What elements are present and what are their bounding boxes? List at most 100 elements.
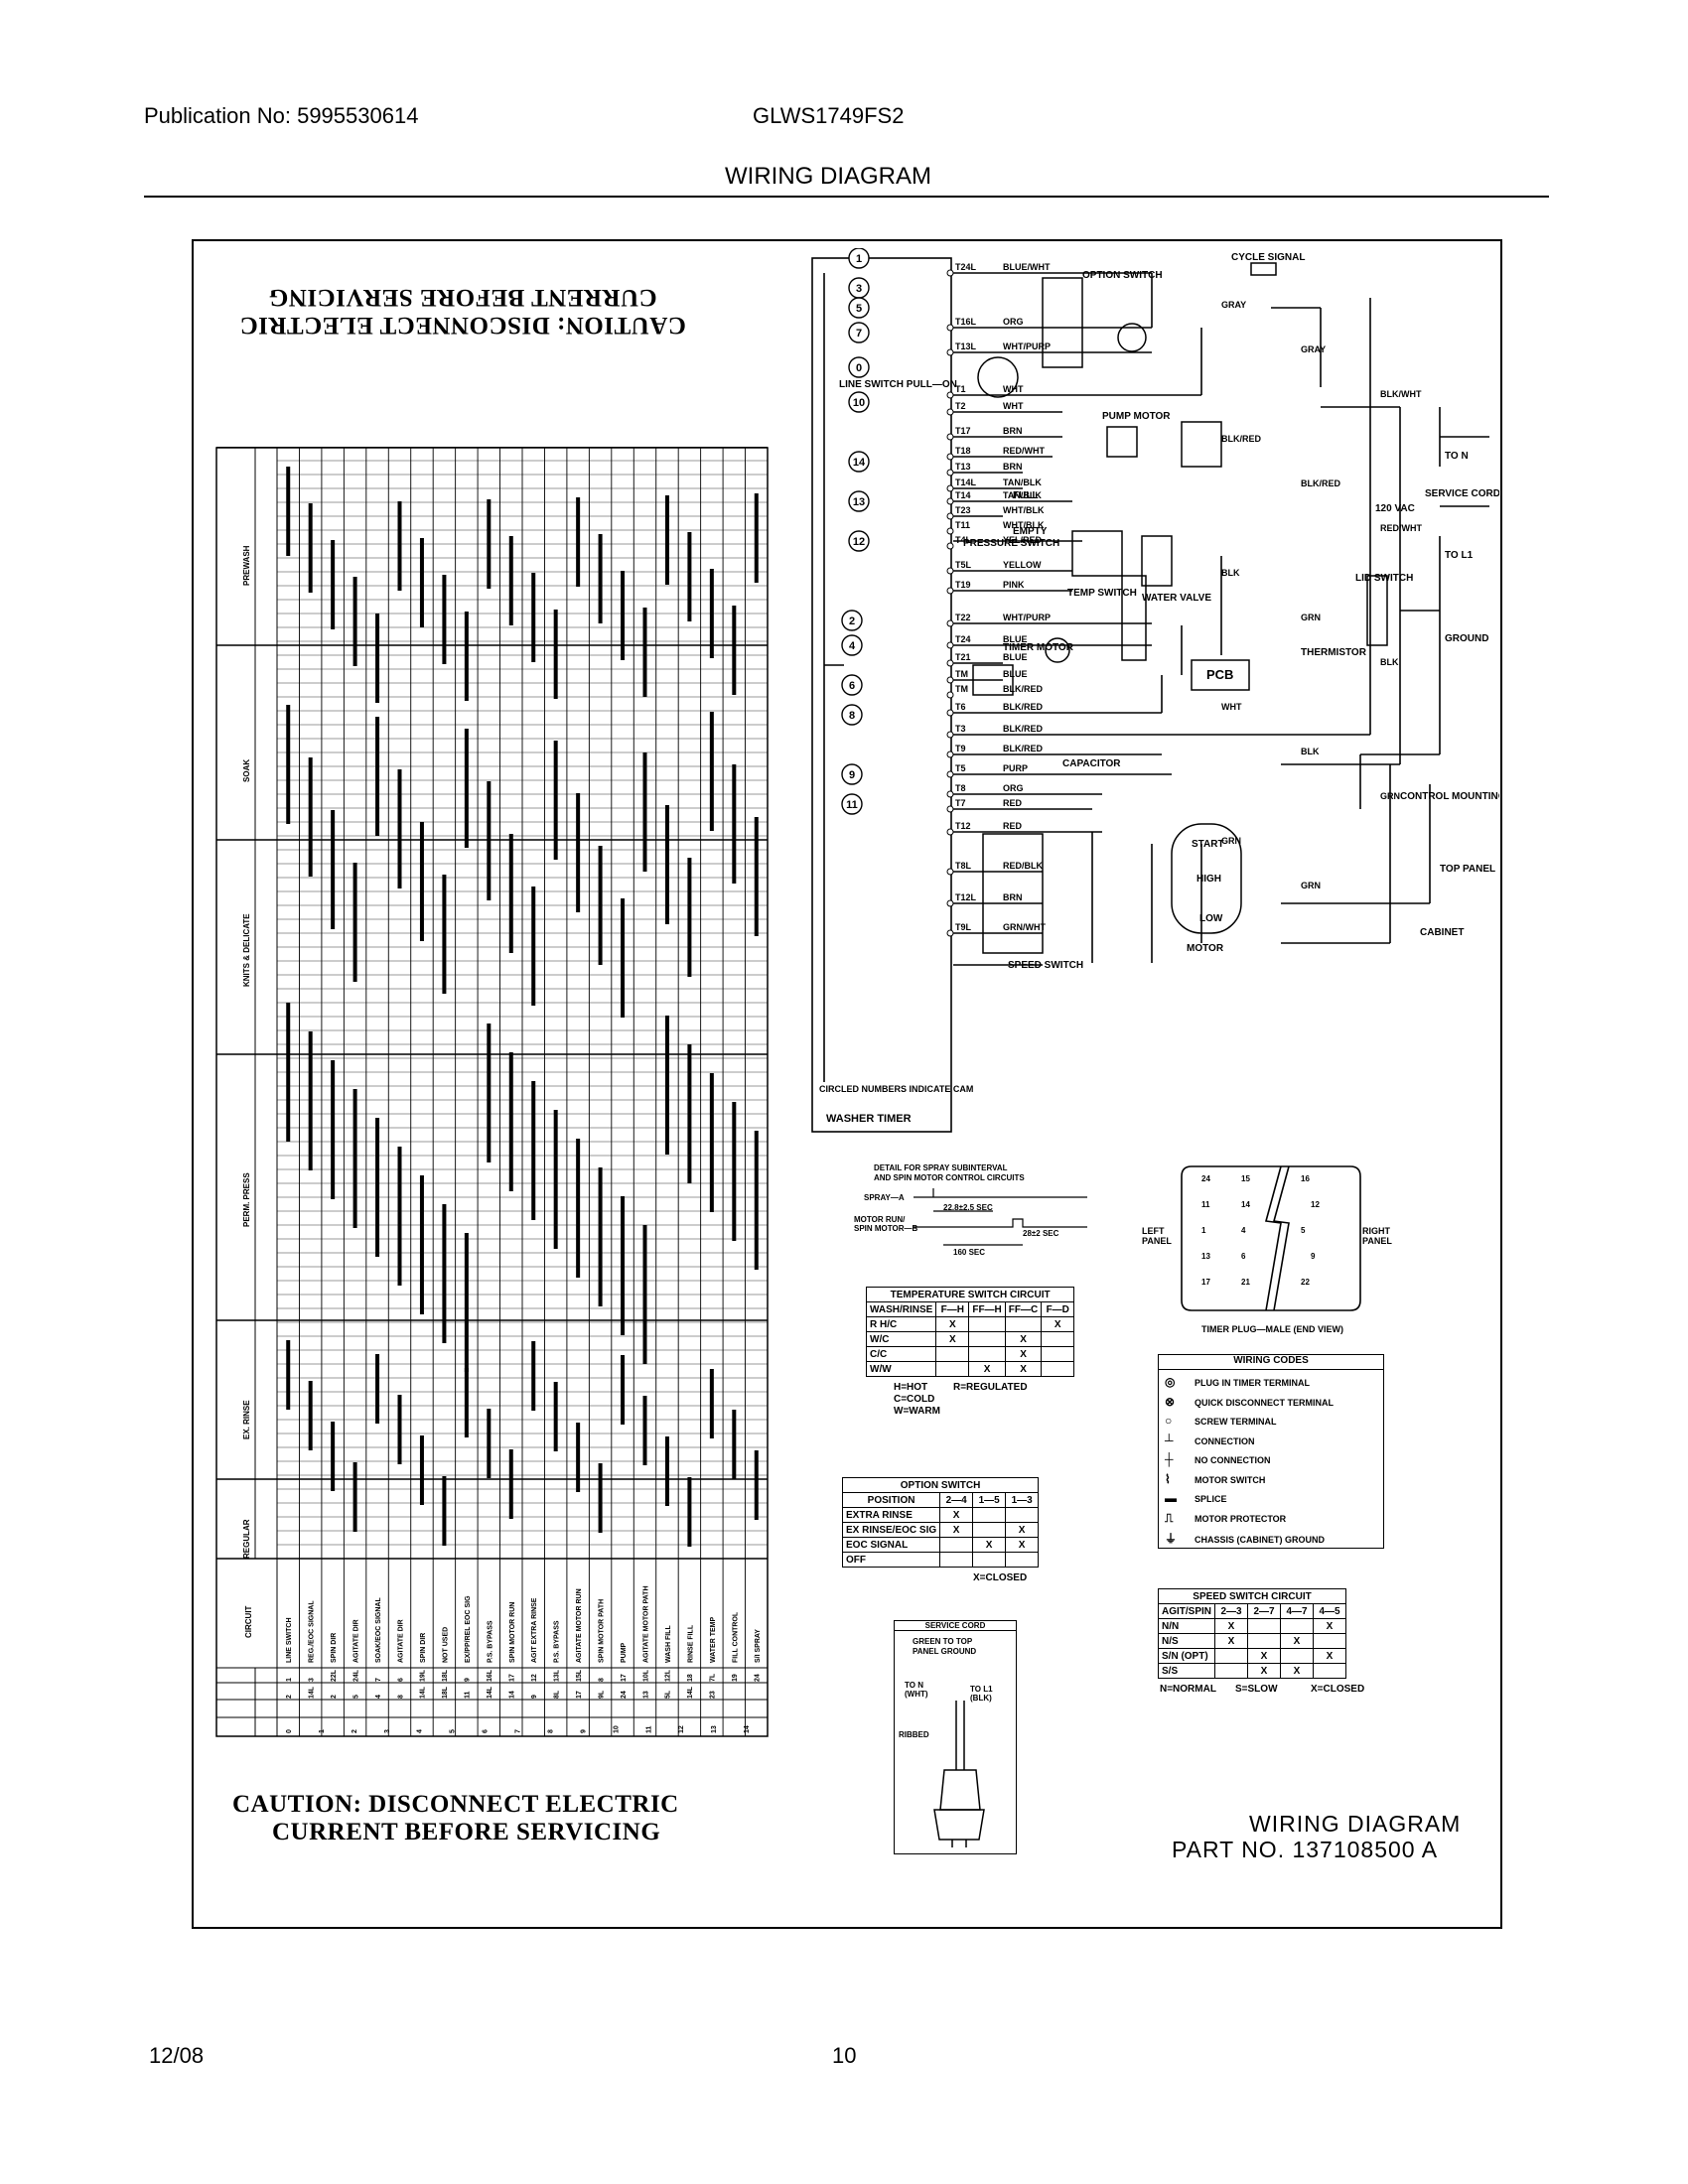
wire-label: BLUE bbox=[1003, 634, 1028, 644]
terminal-label: T24L bbox=[955, 262, 977, 272]
terminal-pin bbox=[946, 805, 954, 813]
timer-bar bbox=[553, 610, 558, 699]
circuit-label: S/I SPRAY bbox=[755, 1629, 762, 1663]
terminal-pin bbox=[946, 899, 954, 907]
caution-mirrored-line1: CAUTION: DISCONNECT ELECTRIC bbox=[239, 312, 686, 339]
timer-bar bbox=[598, 846, 603, 965]
wire-label: GRN/WHT bbox=[1003, 922, 1046, 932]
cam-index-label: 11 bbox=[645, 1725, 652, 1733]
timer-bar bbox=[553, 741, 558, 860]
terminal-label: T12L bbox=[955, 892, 977, 902]
speed-cell: X bbox=[1280, 1633, 1315, 1649]
timer-bar bbox=[375, 1118, 380, 1257]
motor-label-2: SPIN MOTOR—B bbox=[854, 1224, 918, 1233]
circuit-label: SPIN DIR bbox=[420, 1633, 427, 1663]
cam-number: 2 bbox=[849, 615, 855, 627]
terminal-label: T16L bbox=[955, 317, 977, 327]
terminal-label: T5 bbox=[955, 763, 966, 773]
temp-cell: X bbox=[1004, 1331, 1043, 1347]
terminal-pin bbox=[946, 770, 954, 778]
terminal-label: T13 bbox=[955, 462, 971, 472]
chart-section-label: SOAK bbox=[242, 759, 251, 782]
terminal-label: TM bbox=[955, 669, 968, 679]
option-cell: EX RINSE/EOC SIG bbox=[841, 1522, 941, 1538]
timer-bar bbox=[621, 1196, 626, 1335]
timer-bar bbox=[754, 817, 759, 936]
plug-pin-label: 12 bbox=[1311, 1200, 1320, 1209]
terminal-pin bbox=[946, 567, 954, 575]
timer-bar bbox=[664, 1436, 669, 1506]
circuit-label: P.S. BYPASS bbox=[487, 1620, 493, 1663]
cam-number: 14 bbox=[853, 457, 866, 469]
timer-bar bbox=[732, 606, 737, 695]
speed-head-cell: 4—5 bbox=[1313, 1603, 1347, 1619]
wire-label: YEL/RED bbox=[1003, 535, 1043, 545]
speed-cell bbox=[1280, 1648, 1315, 1664]
wire-label: TAN/BLK bbox=[1003, 490, 1042, 500]
terminal-label: T1 bbox=[955, 384, 966, 394]
spray-timing-lines bbox=[914, 1188, 1087, 1246]
speed-cell bbox=[1247, 1618, 1282, 1634]
plug-left-panel: LEFT PANEL bbox=[1142, 1226, 1172, 1246]
timer-bar bbox=[397, 1395, 402, 1464]
wire-label: PINK bbox=[1003, 580, 1025, 590]
timer-bar bbox=[397, 501, 402, 591]
label-pcb: PCB bbox=[1206, 667, 1233, 682]
terminal-b-label: 18L bbox=[442, 1686, 449, 1699]
speed-cell: X bbox=[1280, 1663, 1315, 1679]
label-top-panel: TOP PANEL bbox=[1440, 864, 1495, 875]
circuit-label: AGITATE MOTOR PATH bbox=[643, 1585, 650, 1663]
timer-bar bbox=[598, 1167, 603, 1306]
wire-label: RED/WHT bbox=[1380, 523, 1422, 533]
terminal-label: T8L bbox=[955, 861, 972, 871]
cam-number: 9 bbox=[849, 769, 855, 781]
wire-label: GRN bbox=[1301, 881, 1321, 890]
wiring-schematic: OPTION SWITCH CYCLE SIGNAL LINE SWITCH P… bbox=[811, 248, 1499, 1133]
wiring-code-label: CHASSIS (CABINET) GROUND bbox=[1195, 1535, 1326, 1545]
label-cycle-signal: CYCLE SIGNAL bbox=[1231, 252, 1305, 263]
timer-bar bbox=[419, 822, 424, 941]
wiring-code-label: NO CONNECTION bbox=[1195, 1455, 1271, 1465]
circuit-label: P.S. BYPASS bbox=[554, 1620, 561, 1663]
plug-pin-label: 21 bbox=[1241, 1278, 1250, 1287]
circuit-label: NOT USED bbox=[442, 1627, 449, 1663]
wiring-codes-table: WIRING CODES ◎PLUG IN TIMER TERMINAL⊗QUI… bbox=[1158, 1354, 1384, 1549]
footer-date: 12/08 bbox=[149, 2043, 205, 2068]
speed-cell bbox=[1313, 1663, 1347, 1679]
terminal-label: T17 bbox=[955, 426, 971, 436]
timer-bar bbox=[464, 729, 469, 848]
terminal-label: T7 bbox=[955, 798, 966, 808]
wire-label: BLUE bbox=[1003, 652, 1028, 662]
label-to-n: TO N bbox=[1445, 451, 1469, 462]
temp-cell bbox=[968, 1346, 1006, 1362]
wiring-code-symbol-icon: ┼ bbox=[1165, 1452, 1174, 1466]
wire-label: BLK/RED bbox=[1003, 702, 1043, 712]
chart-section-label: REGULAR bbox=[242, 1519, 251, 1559]
speed-cell bbox=[1214, 1663, 1249, 1679]
wiring-code-row: ┴CONNECTION bbox=[1165, 1433, 1255, 1447]
terminal-pin bbox=[946, 324, 954, 332]
circuit-label: LINE SWITCH bbox=[286, 1618, 293, 1664]
terminal-pin bbox=[946, 433, 954, 441]
terminal-pin bbox=[946, 929, 954, 937]
timer-bar bbox=[487, 1024, 492, 1162]
timer-bar bbox=[732, 1102, 737, 1241]
terminal-t-label: 7 bbox=[375, 1678, 382, 1682]
chart-section-label: KNITS & DELICATE bbox=[242, 913, 251, 987]
timer-bar bbox=[709, 1073, 714, 1212]
timer-bar bbox=[576, 1423, 581, 1492]
temp-head-cell: F—H bbox=[935, 1301, 970, 1317]
timer-bar bbox=[709, 712, 714, 831]
spray-time-1: 22.8±2.5 SEC bbox=[943, 1203, 993, 1212]
timer-bar bbox=[464, 612, 469, 701]
circuit-label: EX/PP/REL EOC SIG bbox=[465, 1595, 472, 1663]
option-cell: X bbox=[939, 1522, 974, 1538]
cam-number: 4 bbox=[849, 640, 856, 652]
cam-number-circle bbox=[841, 704, 863, 726]
terminal-label: T6 bbox=[955, 702, 966, 712]
timer-bar bbox=[464, 1233, 469, 1372]
